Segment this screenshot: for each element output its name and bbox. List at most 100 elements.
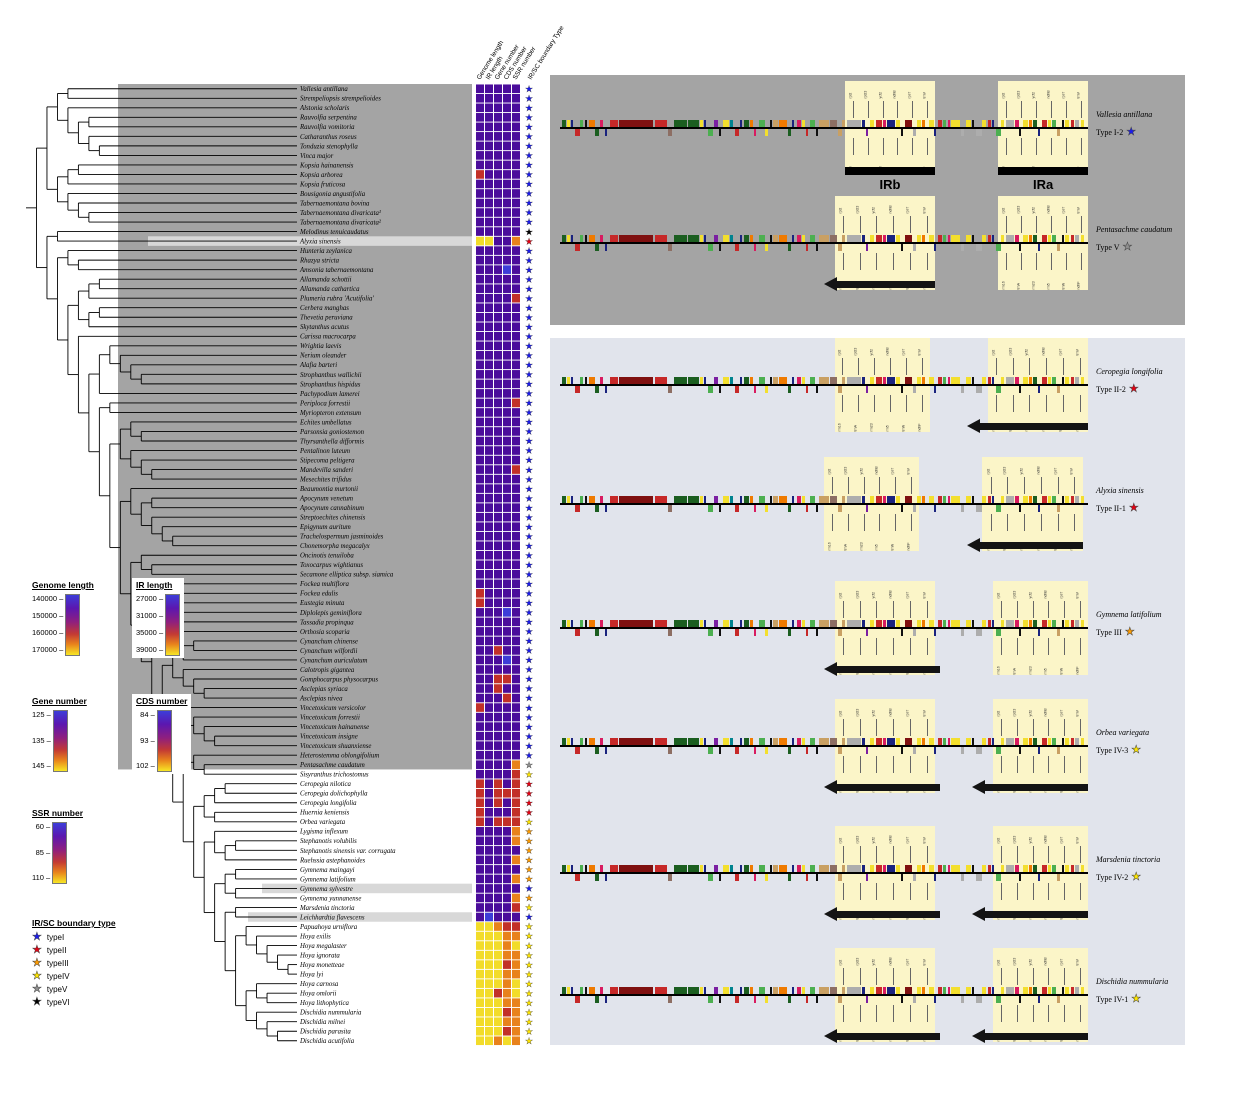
gene-block: [718, 386, 721, 393]
gene-block: [704, 235, 707, 242]
gene-block: [1070, 496, 1074, 503]
gene-block: [1061, 738, 1064, 745]
ir-extent-bar: [845, 167, 935, 175]
gene-tick: [1040, 477, 1042, 494]
boundary-star-icon: ★: [525, 417, 533, 427]
gene-block: [574, 996, 580, 1003]
map-type-text: Type V: [1096, 243, 1120, 252]
heatmap-cell: [494, 122, 502, 132]
heatmap-cell: [503, 1026, 511, 1036]
boundary-star-icon: ★: [525, 151, 533, 161]
heatmap-cell: [485, 236, 493, 246]
species-label: Periploca forrestii: [299, 400, 350, 407]
gene-tick: [842, 395, 844, 412]
gene-tick: [859, 883, 861, 900]
gene-block: [862, 865, 866, 872]
heatmap-cell: [503, 236, 511, 246]
gene-block: [796, 865, 801, 872]
gene-block: [830, 377, 838, 384]
heatmap-cell: [503, 655, 511, 665]
gene-mini-label: ycf2: [1031, 92, 1036, 99]
gene-block: [1042, 865, 1048, 872]
gene-tick: [876, 756, 878, 773]
gene-block: [1019, 505, 1022, 512]
gene-block: [1005, 496, 1014, 503]
gene-block: [922, 377, 926, 384]
gene-tick: [1024, 477, 1026, 494]
gene-block: [866, 244, 869, 251]
heatmap-cell: [485, 303, 493, 313]
heatmap-cell: [512, 960, 520, 969]
gene-block: [815, 129, 818, 136]
species-label: Dischidia acutifolia: [299, 1038, 355, 1045]
gene-mini-label: rpl2: [996, 710, 1001, 717]
legend-tick-label: 135 –: [32, 735, 51, 745]
gene-mini-label: trnV: [1076, 207, 1081, 214]
gene-tick: [852, 101, 854, 118]
gene-block: [570, 120, 573, 127]
gene-block: [604, 244, 607, 251]
gene-block: [943, 496, 947, 503]
gene-block: [882, 235, 886, 242]
gene-block: [600, 235, 604, 242]
heatmap-cell: [512, 674, 520, 684]
heatmap-cell: [494, 760, 502, 769]
gene-block: [655, 120, 668, 127]
gene-tick: [882, 101, 884, 118]
heatmap-cell: [476, 893, 484, 903]
gene-block: [588, 738, 595, 745]
gene-mini-label: rps7: [1059, 958, 1064, 966]
heatmap-cell: [503, 903, 511, 912]
gene-block: [594, 874, 599, 881]
heatmap-cell: [494, 417, 502, 427]
gene-mini-label: rrn23: [859, 542, 864, 551]
gene-tick: [893, 883, 895, 900]
gene-block: [714, 987, 719, 994]
gene-block: [1042, 235, 1048, 242]
genome-axis: [560, 994, 1088, 996]
heatmap-cell: [512, 132, 520, 141]
gene-tick: [1048, 968, 1050, 985]
boundary-star-icon: ★: [525, 103, 533, 113]
gene-block: [1065, 987, 1070, 994]
gene-block: [895, 987, 900, 994]
heatmap-cell: [485, 569, 493, 579]
gene-mini-label: trnV: [917, 349, 922, 356]
heatmap-cell: [476, 436, 484, 446]
heatmap-cell: [476, 846, 484, 855]
gene-mini-label: ycf2: [1028, 837, 1033, 844]
boundary-star-icon: ★: [525, 141, 533, 151]
species-label: Strempeliopsis strempelioides: [300, 96, 381, 103]
ir-direction-arrowhead: [824, 907, 837, 921]
gene-mini-label: ndhF: [906, 542, 911, 551]
heatmap-cell: [503, 665, 511, 674]
species-label: Huernia keniensis: [299, 810, 350, 817]
heatmap-cell: [512, 950, 520, 960]
gene-mini-label: rpl23: [1012, 590, 1017, 599]
heatmap-cell: [503, 484, 511, 493]
heatmap-cell: [494, 884, 502, 893]
gene-block: [699, 235, 703, 242]
heatmap-cell: [512, 465, 520, 474]
gene-block: [740, 865, 743, 872]
heatmap-cell: [512, 979, 520, 988]
gene-block: [594, 386, 599, 393]
gene-block: [792, 235, 795, 242]
gene-tick: [1065, 253, 1067, 270]
gene-block: [938, 377, 943, 384]
gene-block: [779, 865, 788, 872]
heatmap-cell: [503, 712, 511, 722]
heatmap-cell: [494, 788, 502, 798]
legend-tick-label: 93 –: [140, 735, 155, 745]
gene-mini-label: rrn23: [869, 423, 874, 432]
gene-block: [1033, 738, 1038, 745]
heatmap-cell: [512, 665, 520, 674]
heatmap-cell: [503, 360, 511, 370]
gene-tick: [842, 756, 844, 773]
gene-block: [750, 738, 754, 745]
heatmap-cell: [503, 941, 511, 950]
gene-block: [580, 496, 584, 503]
species-label: Rauvolfia vomitoria: [299, 124, 355, 131]
gene-block: [987, 987, 991, 994]
heatmap-cell: [485, 646, 493, 655]
